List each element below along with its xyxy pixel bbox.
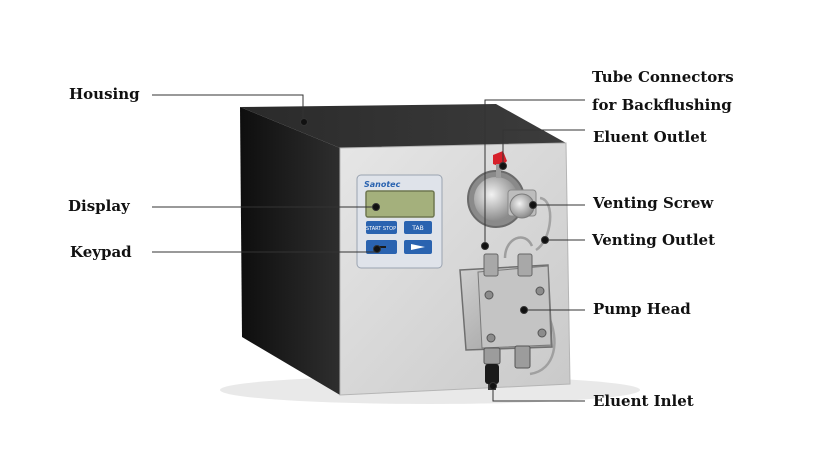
minus-key-symbol bbox=[376, 246, 386, 248]
callout-venting-screw-dot bbox=[529, 201, 537, 209]
label-pump-head: Pump Head bbox=[593, 300, 691, 318]
callout-housing bbox=[152, 94, 304, 121]
label-housing: Housing bbox=[69, 85, 140, 103]
callout-venting-outlet-dot bbox=[541, 236, 549, 244]
brand-logo: Sanotec bbox=[364, 180, 401, 189]
steel-tube-loop bbox=[503, 236, 534, 259]
red-fitting-stem bbox=[496, 164, 501, 178]
outlet-fitting bbox=[517, 253, 533, 277]
callout-lines bbox=[152, 94, 585, 402]
label-display: Display bbox=[68, 197, 130, 215]
label-venting-outlet: Venting Outlet bbox=[592, 231, 716, 249]
label-tube-connectors-line1: Tube Connectors bbox=[592, 68, 734, 86]
eluent-inlet-knob bbox=[485, 364, 499, 384]
arrow-key-icon bbox=[411, 244, 425, 250]
label-tube-connectors-line2: for Backflushing bbox=[592, 96, 732, 114]
callout-pump-head-dot bbox=[520, 306, 528, 314]
tab-key-label: TAB bbox=[411, 225, 423, 232]
callout-keypad-dot bbox=[373, 245, 381, 253]
callout-tube-connectors-dot bbox=[481, 242, 489, 250]
label-venting-screw: Venting Screw bbox=[593, 194, 714, 212]
label-eluent-outlet: Eluent Outlet bbox=[593, 128, 707, 146]
callout-tube-connectors bbox=[484, 99, 585, 246]
label-eluent-inlet: Eluent Inlet bbox=[593, 392, 694, 410]
start-stop-key-label: START STOP bbox=[366, 226, 396, 232]
label-keypad: Keypad bbox=[70, 243, 132, 261]
tab-key[interactable] bbox=[404, 221, 432, 234]
start-stop-key[interactable] bbox=[366, 221, 397, 234]
callout-eluent-inlet-dot bbox=[489, 382, 497, 390]
callout-display-dot bbox=[372, 203, 380, 211]
pump-head-bolt-bl bbox=[486, 333, 496, 343]
housing-side bbox=[240, 107, 340, 395]
pump-head-bolt-br bbox=[537, 328, 547, 338]
pump-head-bolt-tl bbox=[484, 290, 494, 300]
pump-head-bolt-tr bbox=[535, 286, 545, 296]
steel-tube-upper bbox=[535, 196, 552, 252]
callout-eluent-outlet-dot bbox=[499, 162, 507, 170]
callout-eluent-outlet bbox=[502, 129, 585, 166]
callout-eluent-inlet bbox=[492, 386, 585, 402]
callout-housing-dot bbox=[300, 118, 308, 126]
lower-fitting-right bbox=[514, 345, 531, 369]
lcd-display bbox=[365, 190, 435, 218]
venting-outlet-fitting bbox=[483, 253, 499, 277]
lower-fitting-left bbox=[483, 347, 501, 365]
